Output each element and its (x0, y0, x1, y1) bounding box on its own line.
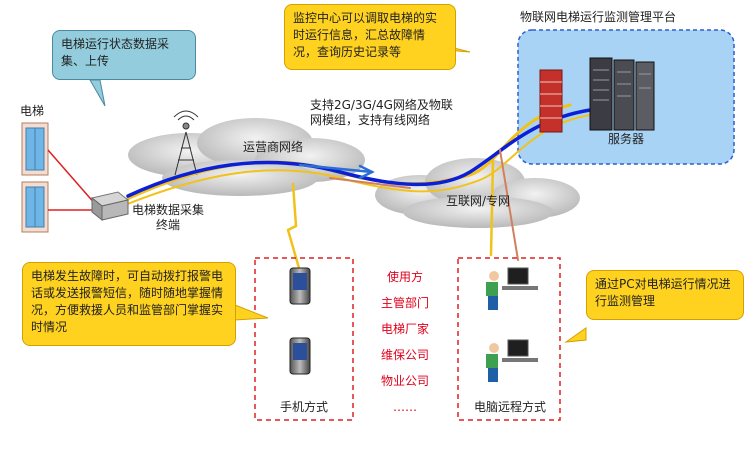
user-item: 主管部门 (380, 296, 429, 310)
pc-group-box (457, 257, 561, 421)
operator-network-label: 运营商网络 (243, 140, 304, 154)
terminal-label: 电梯数据采集 终端 (132, 203, 205, 232)
phone-icon (289, 267, 311, 375)
terminal-callout: 电梯运行状态数据采集、上传 (52, 30, 196, 80)
elevator-label: 电梯 (20, 104, 45, 118)
pc-monitor-callout: 通过PC对电梯运行情况进行监测管理 (586, 270, 744, 320)
monitor-center-callout: 监控中心可以调取电梯的实时运行信息，汇总故障情况，查询历史记录等 (284, 4, 456, 70)
mobile-group-box (254, 257, 354, 421)
user-item: 物业公司 (380, 374, 429, 388)
user-item: …… (393, 400, 417, 414)
fault-alarm-callout: 电梯发生故障时，可自动拨打报警电话或发送报警短信，随时随地掌握情况，方便救援人员… (22, 262, 236, 346)
user-item: 电梯厂家 (380, 322, 429, 336)
pc-workstation-icon (486, 267, 538, 382)
network-support-text: 支持2G/3G/4G网络及物联网模组，支持有线网络 (310, 98, 453, 127)
internet-label: 互联网/专网 (446, 194, 511, 208)
pc-mode-label: 电脑远程方式 (474, 400, 547, 414)
antenna-tower (173, 110, 199, 176)
firewall-icon (539, 69, 563, 133)
server-icon (589, 57, 655, 131)
internet-cloud (375, 158, 580, 228)
server-label: 服务器 (608, 132, 645, 146)
elevator-icons (21, 122, 97, 233)
platform-title: 物联网电梯运行监测管理平台 (520, 10, 677, 24)
operator-cloud (128, 118, 365, 196)
user-list: 使用方 主管部门 电梯厂家 维保公司 物业公司 …… (366, 264, 444, 420)
user-item: 维保公司 (380, 348, 429, 362)
mobile-mode-label: 手机方式 (280, 400, 329, 414)
terminal-device (90, 191, 130, 222)
user-item: 使用方 (386, 270, 423, 284)
